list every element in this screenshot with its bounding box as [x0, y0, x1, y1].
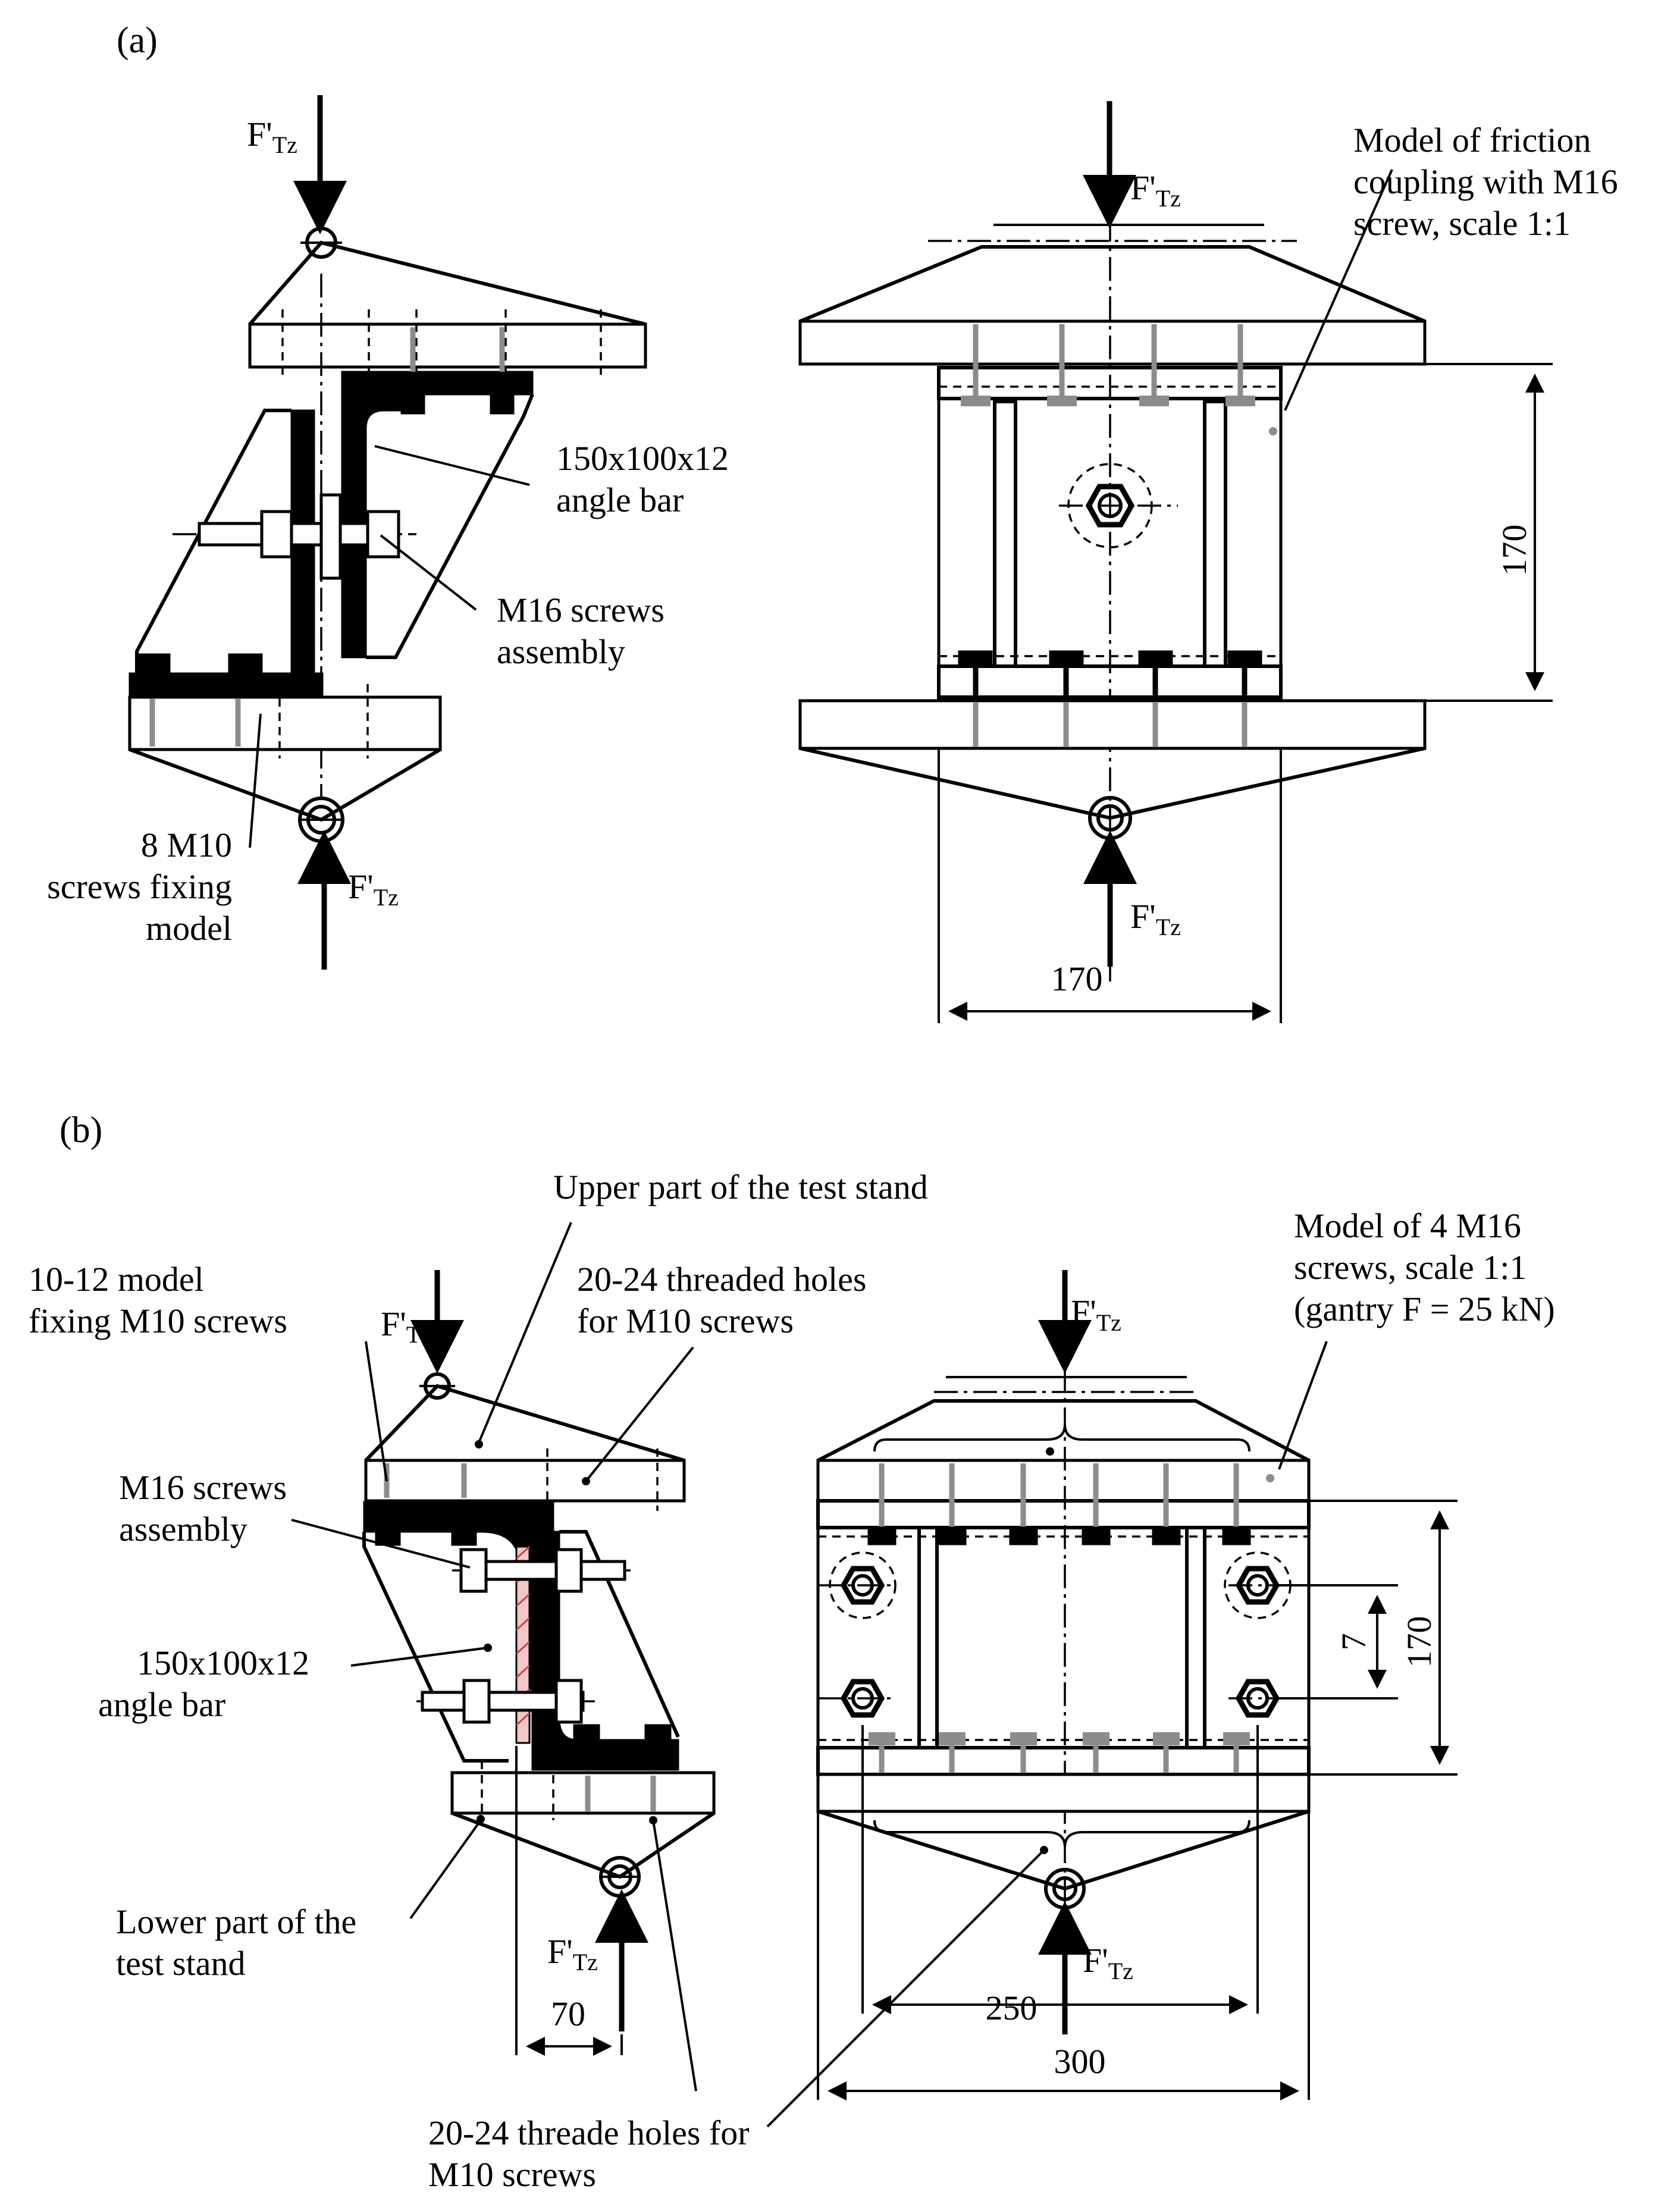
a-label-angle-bar-2: angle bar: [556, 481, 684, 519]
b-front-top-force-label: F'Tz: [1071, 1293, 1121, 1336]
a-front-upper-yoke: [799, 245, 1426, 323]
panel-label-b: (b): [59, 1110, 102, 1150]
b-front-stiffener-left: [917, 1526, 939, 1749]
b-side-view: F'Tz: [29, 1168, 928, 2194]
b-side-lower-plate: [450, 1771, 716, 1815]
a-label-angle-bar-1: 150x100x12: [556, 439, 729, 478]
b-dimension-inner: 250: [986, 1989, 1038, 2027]
a-side-bottom-angle-flange: [128, 672, 324, 697]
a-side-bottom-angle-leg: [290, 409, 324, 697]
b-side-bottom-force-label: F'Tz: [547, 1932, 598, 1976]
b-side-upper-yoke: [364, 1384, 685, 1462]
a-label-m16-assembly-2: assembly: [497, 632, 625, 671]
b-label-lower-stand-2: test stand: [116, 1944, 245, 1983]
a-label-m10-fixing-3: model: [146, 909, 232, 948]
a-label-model-friction-3: screw, scale 1:1: [1353, 204, 1571, 243]
a-side-upper-plate: [248, 322, 647, 369]
a-front-lower-yoke: [800, 747, 1425, 820]
b-dimension-height: 170: [1400, 1616, 1438, 1668]
b-label-angle-bar-2: angle bar: [98, 1685, 225, 1724]
b-dimension-outer: 300: [1054, 2042, 1106, 2081]
a-side-lower-yoke: [128, 748, 441, 822]
b-front-upper-plate: [816, 1459, 1311, 1503]
b-label-angle-bar-1: 150x100x12: [137, 1644, 309, 1682]
a-front-stiffener-left: [993, 400, 1017, 668]
b-front-stiffener-right: [1185, 1526, 1206, 1749]
b-dimension-pitch: 7: [1334, 1633, 1373, 1651]
a-dimension-width: 170: [1051, 960, 1103, 998]
b-label-model-4m16-3: (gantry F = 25 kN): [1294, 1290, 1555, 1328]
a-front-lower-plate: [798, 699, 1427, 750]
a-side-top-angle-flange: [341, 371, 534, 396]
b-front-bottom-force-label: F'Tz: [1083, 1941, 1133, 1984]
a-side-top-angle-leg: [341, 393, 406, 659]
b-label-threaded-holes-top-1: 20-24 threaded holes: [577, 1260, 866, 1299]
b-side-lower-yoke: [451, 1811, 715, 1879]
b-label-m16-assembly-1: M16 screws: [119, 1468, 287, 1507]
b-side-upper-plate: [364, 1459, 686, 1503]
b-label-lower-stand-1: Lower part of the: [116, 1902, 356, 1941]
a-front-view: F'Tz: [798, 101, 1618, 1023]
b-front-model-block: [816, 1499, 1311, 1776]
a-front-top-force-label: F'Tz: [1130, 168, 1181, 212]
a-side-lower-plate: [128, 695, 442, 751]
panel-label-a: (a): [117, 20, 158, 61]
b-label-threaded-holes-bottom-2: M10 screws: [428, 2155, 596, 2194]
b-dimension-offset: 70: [551, 1995, 585, 2033]
a-label-model-friction-2: coupling with M16: [1353, 162, 1618, 201]
a-front-stiffener-right: [1203, 400, 1227, 668]
a-side-view: F'Tz: [47, 95, 729, 970]
a-side-top-force-label: F'Tz: [247, 115, 297, 158]
b-label-m16-assembly-2: assembly: [119, 1510, 247, 1548]
b-label-model-fixing-2: fixing M10 screws: [29, 1302, 287, 1340]
b-side-right-outline: [559, 1530, 680, 1738]
b-label-model-4m16-1: Model of 4 M16: [1294, 1206, 1521, 1245]
a-side-upper-yoke: [248, 240, 646, 326]
a-label-m10-fixing-1: 8 M10: [141, 826, 232, 864]
b-label-threaded-holes-top-2: for M10 screws: [577, 1302, 794, 1340]
a-side-right-outline: [366, 393, 534, 659]
a-dimension-height: 170: [1495, 525, 1534, 576]
a-side-bottom-force-label: F'Tz: [348, 867, 399, 911]
b-front-lower-plate: [816, 1773, 1311, 1813]
b-side-m16-bolt-upper: [462, 1560, 626, 1581]
a-label-model-friction-1: Model of friction: [1353, 121, 1591, 159]
b-side-top-force-label: F'Tz: [381, 1305, 431, 1348]
b-label-threaded-holes-bottom-1: 20-24 threade holes for: [428, 2114, 750, 2152]
b-label-model-fixing-1: 10-12 model: [29, 1260, 204, 1299]
b-front-lower-yoke: [817, 1810, 1309, 1891]
b-label-model-4m16-2: screws, scale 1:1: [1294, 1248, 1527, 1287]
a-front-bottom-force-label: F'Tz: [1130, 897, 1181, 940]
b-front-view: F'Tz: [766, 1206, 1555, 2128]
a-front-upper-plate: [798, 319, 1427, 366]
b-label-upper-stand: Upper part of the test stand: [553, 1168, 928, 1206]
a-label-m10-fixing-2: screws fixing: [47, 867, 232, 906]
a-label-m16-assembly-1: M16 screws: [497, 591, 665, 629]
